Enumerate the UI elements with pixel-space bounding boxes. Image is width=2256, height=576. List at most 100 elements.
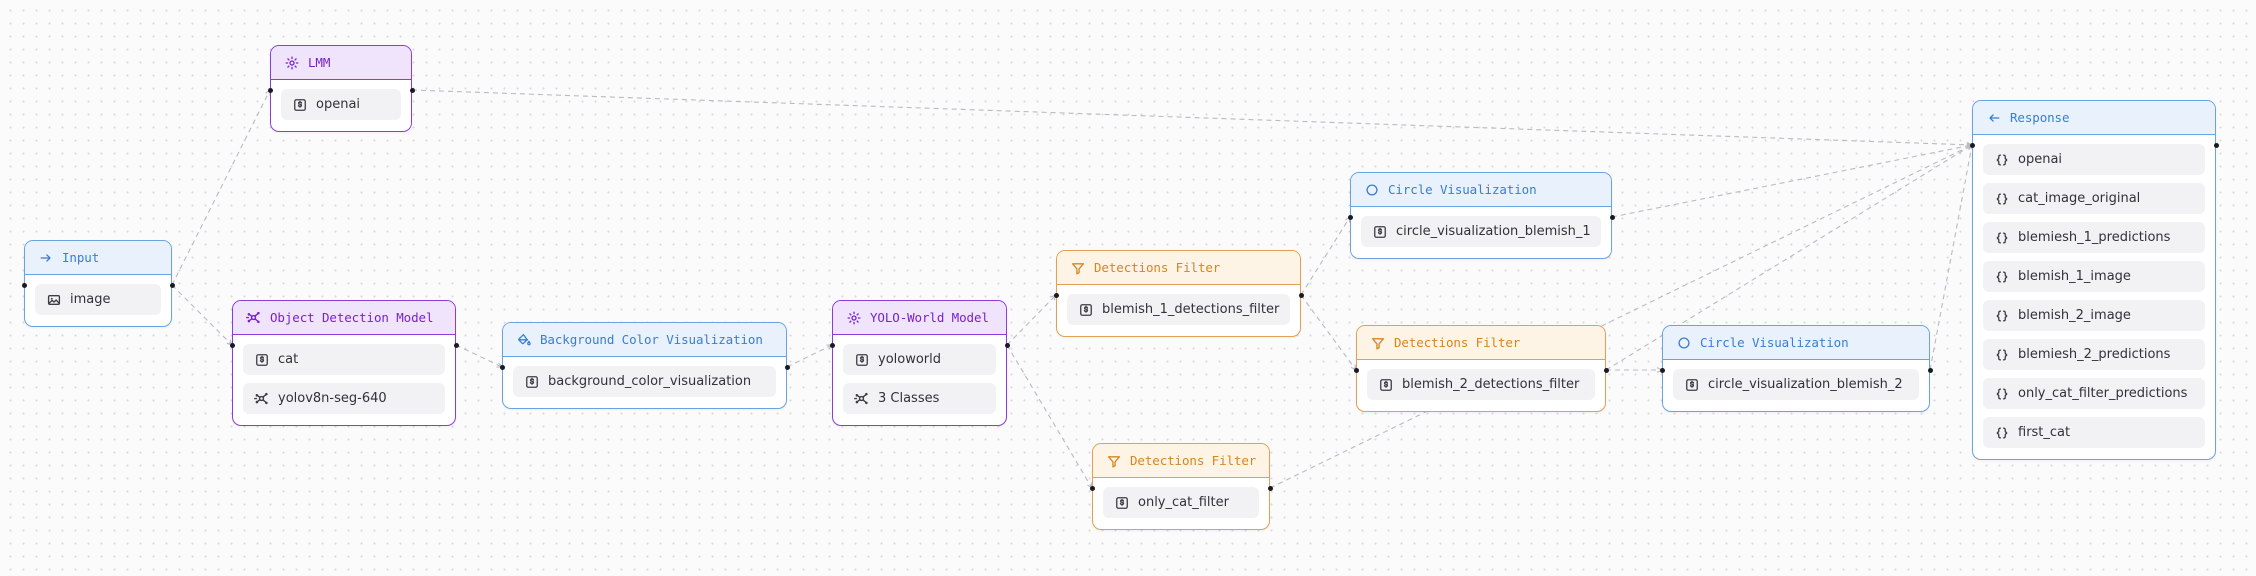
input-port[interactable] [499, 364, 505, 370]
node-row-label: yolov8n-seg-640 [278, 391, 387, 406]
dollar-box-icon [292, 97, 307, 112]
braces-icon [1994, 230, 2009, 245]
output-port[interactable] [1004, 342, 1010, 348]
braces-icon [1994, 152, 2009, 167]
paint-bucket-icon [516, 332, 531, 347]
dollar-box-icon [1684, 377, 1699, 392]
node-yolo-world-model[interactable]: YOLO-World Model yoloworld 3 Classes [832, 300, 1007, 426]
response-item[interactable]: blemiesh_1_predictions [1983, 222, 2205, 253]
node-circle-visualization-blemish-2[interactable]: Circle Visualization circle_visualization… [1662, 325, 1930, 412]
input-port[interactable] [1347, 214, 1353, 220]
output-port[interactable] [1267, 485, 1273, 491]
braces-icon [1994, 386, 2009, 401]
node-row[interactable]: cat [243, 344, 445, 375]
input-port[interactable] [21, 282, 27, 288]
node-row[interactable]: blemish_2_detections_filter [1367, 369, 1595, 400]
output-port[interactable] [2213, 142, 2219, 148]
node-row[interactable]: circle_visualization_blemish_2 [1673, 369, 1919, 400]
input-port[interactable] [1089, 485, 1095, 491]
output-port[interactable] [784, 364, 790, 370]
node-row[interactable]: openai [281, 89, 401, 120]
node-row[interactable]: yolov8n-seg-640 [243, 383, 445, 414]
node-header[interactable]: Input [25, 241, 171, 275]
input-port[interactable] [267, 87, 273, 93]
node-header[interactable]: Circle Visualization [1663, 326, 1929, 360]
output-port[interactable] [453, 342, 459, 348]
output-port[interactable] [1609, 214, 1615, 220]
node-header[interactable]: Detections Filter [1093, 444, 1269, 478]
node-header[interactable]: YOLO-World Model [833, 301, 1006, 335]
node-input[interactable]: Input image [24, 240, 172, 327]
node-row[interactable]: blemish_1_detections_filter [1067, 294, 1290, 325]
node-row[interactable]: circle_visualization_blemish_1 [1361, 216, 1601, 247]
node-title: Detections Filter [1394, 335, 1521, 350]
node-body: background_color_visualization [503, 357, 786, 408]
node-body: only_cat_filter [1093, 478, 1269, 529]
node-header[interactable]: Detections Filter [1057, 251, 1300, 285]
edge [1929, 144, 1973, 371]
node-detections-filter-blemish-1[interactable]: Detections Filter blemish_1_detections_fi… [1056, 250, 1301, 337]
node-title: YOLO-World Model [870, 310, 989, 325]
input-port[interactable] [1353, 367, 1359, 373]
response-item[interactable]: first_cat [1983, 417, 2205, 448]
node-circle-visualization-blemish-1[interactable]: Circle Visualization circle_visualization… [1350, 172, 1612, 259]
node-body: openai [271, 80, 411, 131]
input-port[interactable] [229, 342, 235, 348]
node-object-detection-model[interactable]: Object Detection Model cat yolov8n-seg-640 [232, 300, 456, 426]
node-body: cat yolov8n-seg-640 [233, 335, 455, 425]
edge [1611, 144, 1973, 218]
response-item[interactable]: blemish_1_image [1983, 261, 2205, 292]
node-body: blemish_2_detections_filter [1357, 360, 1605, 411]
output-port[interactable] [409, 87, 415, 93]
response-item[interactable]: blemish_2_image [1983, 300, 2205, 331]
filter-icon [1070, 260, 1085, 275]
edge [786, 344, 833, 368]
node-row-label: 3 Classes [878, 391, 940, 406]
node-row[interactable]: 3 Classes [843, 383, 996, 414]
node-header[interactable]: Circle Visualization [1351, 173, 1611, 207]
node-detections-filter-blemish-2[interactable]: Detections Filter blemish_2_detections_fi… [1356, 325, 1606, 412]
node-row-label: openai [316, 97, 361, 112]
response-item-label: blemiesh_1_predictions [2018, 230, 2171, 245]
input-port[interactable] [1969, 142, 1975, 148]
node-lmm[interactable]: LMM openai [270, 45, 412, 132]
input-port[interactable] [829, 342, 835, 348]
edge [1006, 344, 1093, 489]
node-header[interactable]: Response [1973, 101, 2215, 135]
output-port[interactable] [1927, 367, 1933, 373]
response-item[interactable]: cat_image_original [1983, 183, 2205, 214]
input-port[interactable] [1659, 367, 1665, 373]
output-port[interactable] [169, 282, 175, 288]
response-item[interactable]: only_cat_filter_predictions [1983, 378, 2205, 409]
node-header[interactable]: Background Color Visualization [503, 323, 786, 357]
response-item-label: blemish_1_image [2018, 269, 2131, 284]
node-header[interactable]: Detections Filter [1357, 326, 1605, 360]
node-background-color-visualization[interactable]: Background Color Visualization background… [502, 322, 787, 409]
graph-node-icon [854, 391, 869, 406]
dollar-box-icon [1114, 495, 1129, 510]
node-row-label: yoloworld [878, 352, 942, 367]
node-row[interactable]: background_color_visualization [513, 366, 776, 397]
output-port[interactable] [1298, 292, 1304, 298]
node-body: blemish_1_detections_filter [1057, 285, 1300, 336]
node-body: openai cat_image_original blemiesh_1_predi… [1973, 135, 2215, 459]
node-header[interactable]: LMM [271, 46, 411, 80]
node-row[interactable]: only_cat_filter [1103, 487, 1259, 518]
dollar-box-icon [524, 374, 539, 389]
edge [1300, 294, 1357, 371]
node-title: Background Color Visualization [540, 332, 763, 347]
response-item[interactable]: blemiesh_2_predictions [1983, 339, 2205, 370]
node-row[interactable]: yoloworld [843, 344, 996, 375]
output-port[interactable] [1603, 367, 1609, 373]
node-header[interactable]: Object Detection Model [233, 301, 455, 335]
node-response[interactable]: Response openai cat_image_original blemiesh… [1972, 100, 2216, 460]
input-port[interactable] [1053, 292, 1059, 298]
node-detections-filter-only-cat[interactable]: Detections Filter only_cat_filter [1092, 443, 1270, 530]
dollar-box-icon [1378, 377, 1393, 392]
node-row-label: blemish_1_detections_filter [1102, 302, 1280, 317]
node-row[interactable]: image [35, 284, 161, 315]
gear-icon [846, 310, 861, 325]
node-body: yoloworld 3 Classes [833, 335, 1006, 425]
response-item[interactable]: openai [1983, 144, 2205, 175]
